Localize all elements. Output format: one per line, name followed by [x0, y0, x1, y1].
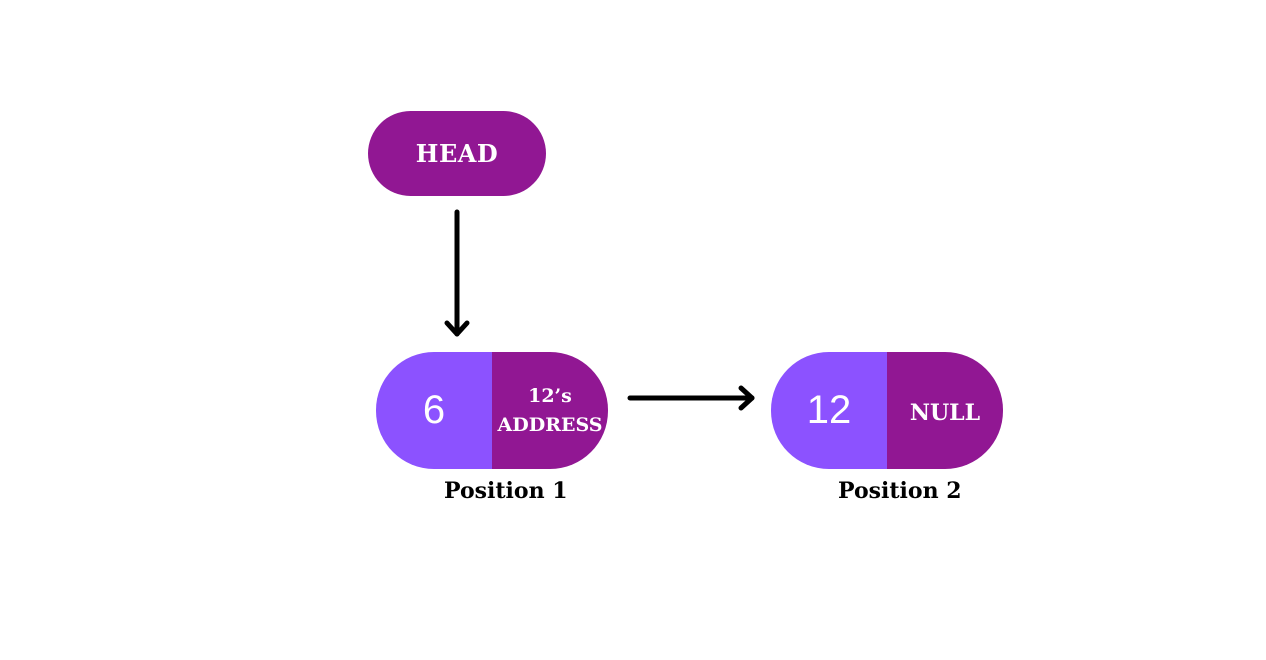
node-2-value-field: 12	[771, 352, 887, 469]
position-1-label: Position 1	[444, 478, 568, 504]
node-2-next-pointer-field: NULL	[887, 352, 1003, 469]
node-1-to-node-2-arrow	[627, 385, 755, 411]
node-1-value-field: 6	[376, 352, 492, 469]
head-label: HEAD	[415, 139, 499, 168]
position-2-label: Position 2	[838, 478, 962, 504]
node-1-pointer-line-1: 12’s	[528, 384, 572, 407]
node-1-next-pointer-field: 12’s ADDRESS	[492, 352, 608, 469]
node-1-pointer-line-2: ADDRESS	[497, 413, 603, 436]
linked-list-node-1: 6 12’s ADDRESS	[376, 352, 608, 469]
linked-list-node-2: 12 NULL	[771, 352, 1003, 469]
head-to-node-arrow	[444, 209, 470, 337]
node-2-pointer-text: NULL	[909, 399, 981, 426]
head-pointer: HEAD	[368, 111, 546, 196]
